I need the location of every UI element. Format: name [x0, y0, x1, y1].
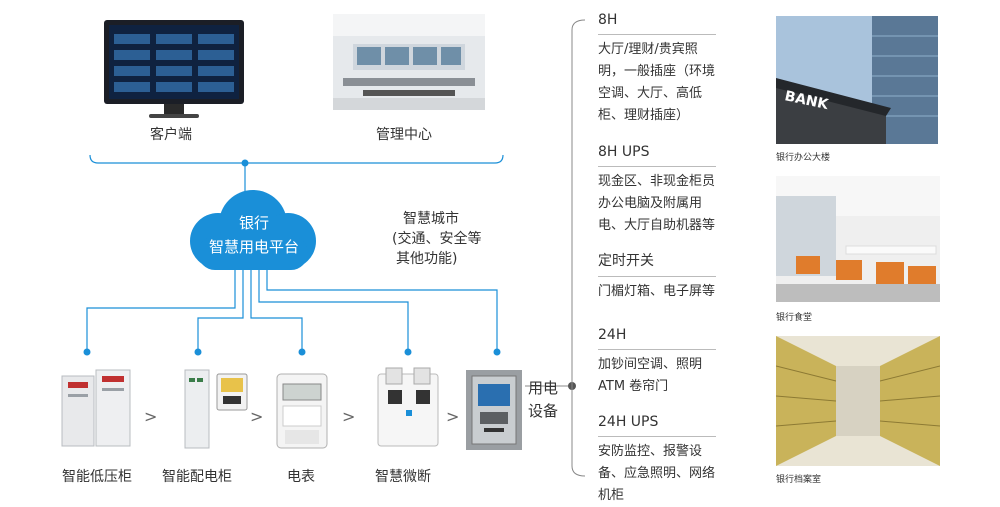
- section-title: 8H UPS: [598, 144, 650, 160]
- load-section-24h-ups: 24H UPS 安防监控、报警设备、应急照明、网络机柜: [598, 414, 718, 507]
- client-monitor-image: [104, 20, 244, 120]
- load-section-8h: 8H 大厅/理财/贵宾照明，一般插座（环境空调、大厅、高低柜、理财插座）: [598, 12, 718, 127]
- load-section-8h-ups: 8H UPS 现金区、非现金柜员办公电脑及附属用电、大厅自助机器等: [598, 144, 718, 237]
- smart-breaker-image: [376, 366, 440, 450]
- device-label-smart-breaker: 智慧微断: [375, 469, 431, 485]
- platform-title-line2: 智慧用电平台: [208, 238, 299, 256]
- atm-label-line1: 用电: [528, 379, 559, 397]
- section-body: 安防监控、报警设备、应急照明、网络机柜: [598, 444, 716, 503]
- photo-caption-canteen: 银行食堂: [776, 313, 813, 323]
- management-center-label: 管理中心: [376, 127, 432, 143]
- platform-cloud: [178, 186, 328, 276]
- smart-city-line2: (交通、安全等: [392, 231, 482, 247]
- load-section-timer-switch: 定时开关 门楣灯箱、电子屏等: [598, 250, 718, 303]
- load-section-24h: 24H 加钞间空调、照明 ATM 卷帘门: [598, 327, 718, 398]
- canteen-photo: [776, 176, 940, 302]
- section-body: 大厅/理财/贵宾照明，一般插座（环境空调、大厅、高低柜、理财插座）: [598, 42, 716, 123]
- atm-image: [466, 370, 522, 450]
- section-title: 定时开关: [598, 253, 654, 269]
- arrow-2: >: [250, 407, 264, 426]
- low-voltage-cabinet-image: [60, 368, 134, 448]
- photo-caption-building: 银行办公大楼: [776, 153, 831, 163]
- atm-label-line2: 设备: [528, 402, 559, 420]
- section-divider: [598, 349, 716, 350]
- section-title: 24H UPS: [598, 414, 659, 430]
- distribution-cabinet-image: [183, 368, 249, 450]
- smart-city-line3: 其他功能): [396, 251, 458, 267]
- arrow-3: >: [342, 407, 356, 426]
- device-label-low-voltage: 智能低压柜: [62, 469, 132, 485]
- section-body: 加钞间空调、照明 ATM 卷帘门: [598, 357, 703, 394]
- section-title: 24H: [598, 327, 627, 343]
- section-title: 8H: [598, 12, 618, 28]
- arrow-4: >: [446, 407, 460, 426]
- device-label-meter: 电表: [287, 469, 315, 485]
- section-body: 门楣灯箱、电子屏等: [598, 284, 716, 299]
- device-label-distribution: 智能配电柜: [162, 469, 232, 485]
- photo-caption-archive: 银行档案室: [776, 475, 822, 485]
- archive-photo: [776, 336, 940, 466]
- bank-building-photo: BANK: [776, 16, 938, 144]
- section-divider: [598, 276, 716, 277]
- section-body: 现金区、非现金柜员办公电脑及附属用电、大厅自助机器等: [598, 174, 716, 233]
- section-divider: [598, 166, 716, 167]
- client-label: 客户端: [150, 127, 192, 143]
- arrow-1: >: [144, 407, 158, 426]
- platform-title-line1: 银行: [238, 214, 269, 232]
- meter-image: [275, 372, 329, 450]
- smart-city-line1: 智慧城市: [403, 211, 459, 227]
- section-divider: [598, 436, 716, 437]
- management-center-image: [333, 14, 485, 110]
- section-divider: [598, 34, 716, 35]
